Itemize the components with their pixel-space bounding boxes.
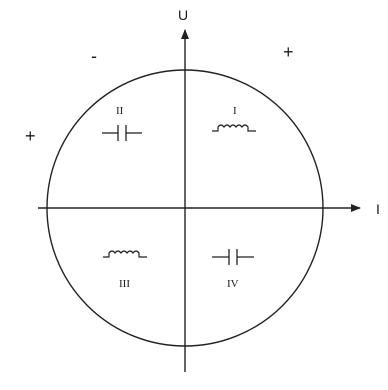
- quadrant-I-numeral: I: [233, 105, 237, 117]
- sign-left: +: [25, 126, 36, 146]
- capacitor-icon: [212, 249, 254, 265]
- sign-top-left: -: [91, 46, 97, 66]
- vertical-axis-label: U: [178, 7, 188, 23]
- quadrant-IV-numeral: IV: [227, 278, 239, 290]
- quadrant-III-numeral: III: [119, 278, 130, 290]
- inductor-icon: [212, 124, 256, 132]
- quadrant-II-numeral: II: [116, 105, 124, 117]
- horizontal-axis-label: I: [376, 201, 380, 217]
- capacitor-icon: [102, 125, 142, 141]
- inductor-icon: [103, 250, 147, 258]
- sign-top-right: +: [283, 42, 294, 62]
